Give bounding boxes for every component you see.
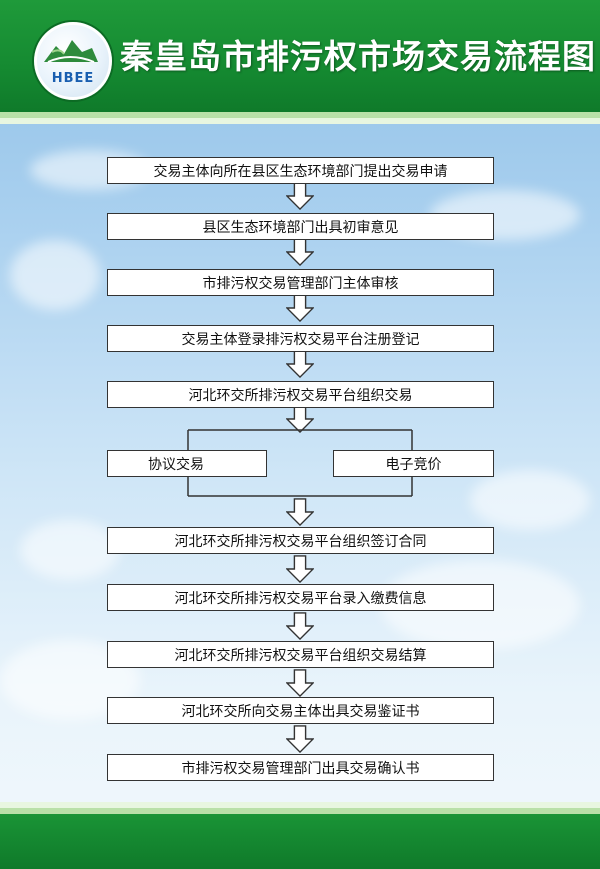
down-arrow-icon bbox=[286, 182, 314, 210]
flow-step-label: 河北环交所排污权交易平台组织交易 bbox=[188, 387, 413, 404]
flow-step-apply: 交易主体向所在县区生态环境部门提出交易申请 bbox=[107, 157, 494, 184]
flow-step-label: 交易主体登录排污权交易平台注册登记 bbox=[181, 331, 420, 348]
hbee-logo-icon: HBEE bbox=[34, 22, 112, 100]
flow-step-certificate: 河北环交所向交易主体出具交易鉴证书 bbox=[107, 697, 494, 724]
header-stripe bbox=[0, 112, 600, 118]
down-arrow-icon bbox=[286, 498, 314, 526]
down-arrow-icon bbox=[286, 294, 314, 322]
flow-branch-agreement-trade: 协议交易 bbox=[107, 450, 267, 477]
down-arrow-icon bbox=[286, 555, 314, 583]
flow-branch-label: 协议交易 bbox=[148, 456, 204, 473]
flow-step-label: 市排污权交易管理部门主体审核 bbox=[202, 275, 399, 292]
flow-step-platform-registration: 交易主体登录排污权交易平台注册登记 bbox=[107, 325, 494, 352]
down-arrow-icon bbox=[286, 350, 314, 378]
flow-step-settlement: 河北环交所排污权交易平台组织交易结算 bbox=[107, 641, 494, 668]
flow-branch-electronic-bidding: 电子竞价 bbox=[333, 450, 494, 477]
flow-step-sign-contract: 河北环交所排污权交易平台组织签订合同 bbox=[107, 527, 494, 554]
footer-stripe-light bbox=[0, 802, 600, 808]
flow-step-label: 河北环交所向交易主体出具交易鉴证书 bbox=[181, 703, 420, 720]
header-bar: HBEE 秦皇岛市排污权市场交易流程图 bbox=[0, 0, 600, 112]
flow-step-label: 市排污权交易管理部门出具交易确认书 bbox=[181, 760, 420, 777]
header-stripe-light bbox=[0, 118, 600, 124]
down-arrow-icon bbox=[286, 405, 314, 433]
down-arrow-icon bbox=[286, 669, 314, 697]
flow-step-confirmation: 市排污权交易管理部门出具交易确认书 bbox=[107, 754, 494, 781]
flow-step-label: 县区生态环境部门出具初审意见 bbox=[202, 219, 399, 236]
flow-step-preliminary-review: 县区生态环境部门出具初审意见 bbox=[107, 213, 494, 240]
flow-step-organize-trade: 河北环交所排污权交易平台组织交易 bbox=[107, 381, 494, 408]
footer-stripe bbox=[0, 808, 600, 814]
down-arrow-icon bbox=[286, 238, 314, 266]
flow-step-label: 河北环交所排污权交易平台组织签订合同 bbox=[174, 533, 427, 550]
down-arrow-icon bbox=[286, 612, 314, 640]
flow-step-subject-review: 市排污权交易管理部门主体审核 bbox=[107, 269, 494, 296]
flow-step-label: 交易主体向所在县区生态环境部门提出交易申请 bbox=[153, 163, 448, 180]
down-arrow-icon bbox=[286, 725, 314, 753]
flow-step-payment-info: 河北环交所排污权交易平台录入缴费信息 bbox=[107, 584, 494, 611]
logo-text: HBEE bbox=[51, 71, 95, 86]
flow-step-label: 河北环交所排污权交易平台组织交易结算 bbox=[174, 647, 427, 664]
footer-bar bbox=[0, 814, 600, 869]
page-title: 秦皇岛市排污权市场交易流程图 bbox=[120, 37, 596, 76]
flow-branch-label: 电子竞价 bbox=[385, 456, 442, 473]
flow-step-label: 河北环交所排污权交易平台录入缴费信息 bbox=[174, 590, 427, 607]
